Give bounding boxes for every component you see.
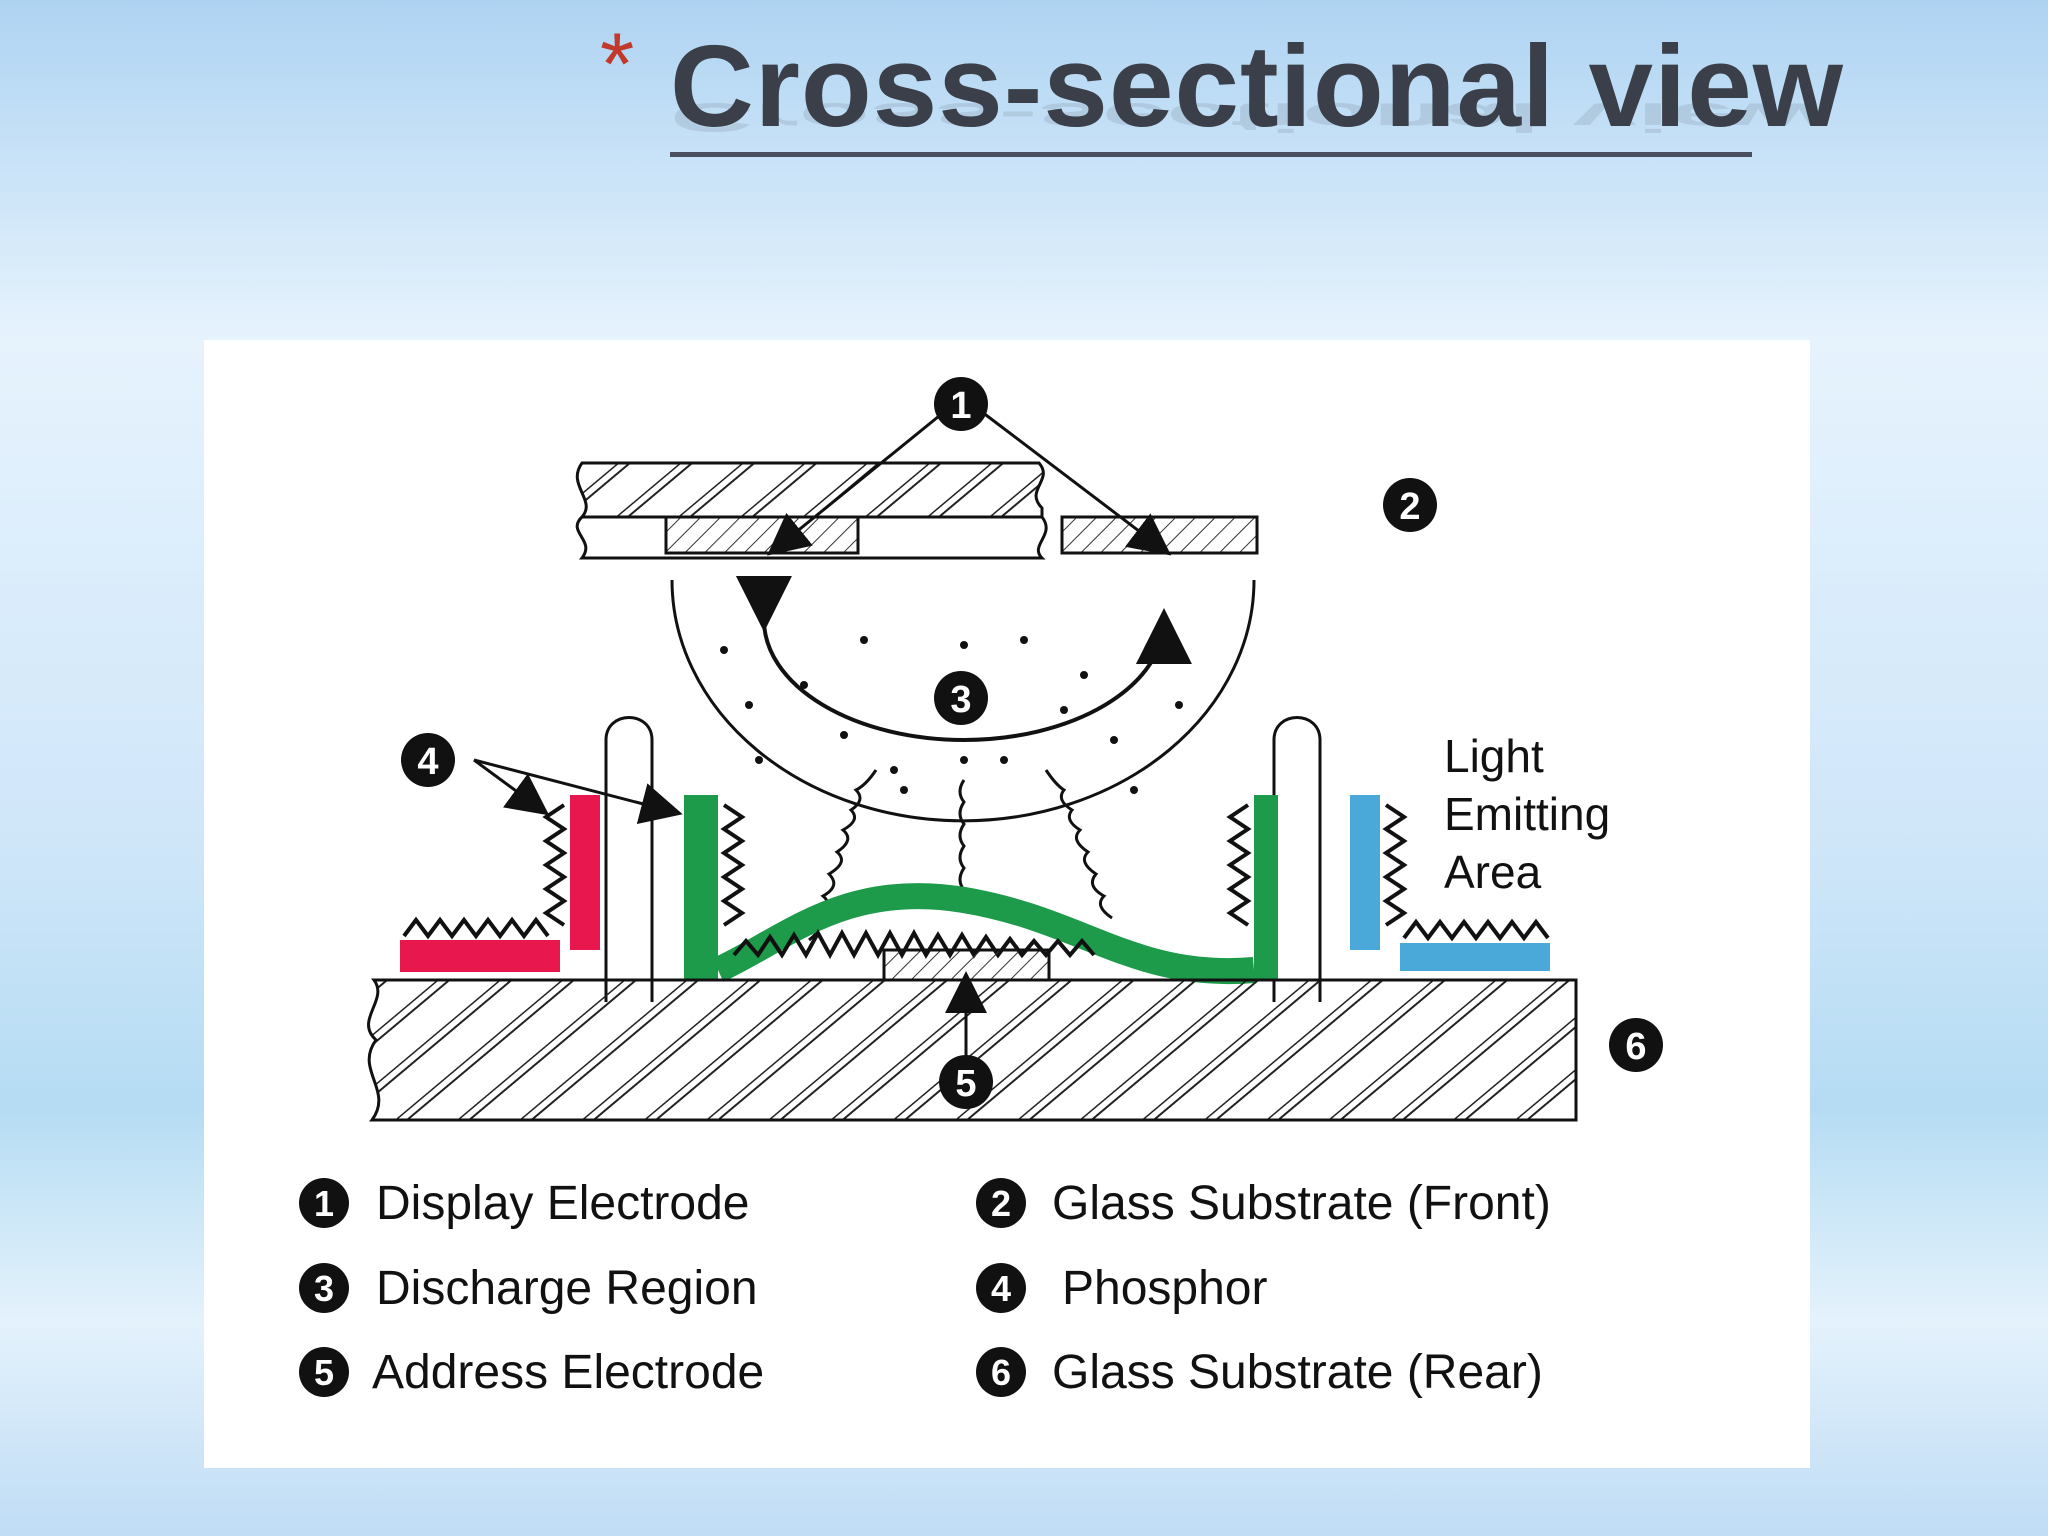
svg-text:1: 1: [950, 385, 971, 427]
legend-item-3: 3 Discharge Region: [299, 1262, 758, 1315]
rear-glass-substrate: [367, 978, 1578, 1122]
svg-text:Light: Light: [1444, 730, 1544, 782]
barrier-rib-left: [604, 716, 654, 1002]
phosphor-red: [400, 795, 600, 972]
svg-text:1: 1: [314, 1183, 334, 1224]
address-electrode: [882, 948, 1051, 982]
svg-text:5: 5: [955, 1063, 976, 1105]
leader-arrows: [473, 410, 1172, 1060]
phosphor-green: [684, 795, 1278, 985]
svg-text:3: 3: [950, 679, 971, 721]
diagram-figure: 1 2 3 4 5 6 Light Emitting Area: [204, 340, 1810, 1468]
callout-1: 1: [934, 377, 988, 431]
svg-text:Display Electrode: Display Electrode: [376, 1177, 750, 1230]
title-reflection: Cross-sectional view: [670, 94, 1824, 141]
legend-item-4: 4 Phosphor: [976, 1262, 1267, 1315]
svg-text:Discharge Region: Discharge Region: [376, 1262, 758, 1315]
legend-item-5: 5 Address Electrode: [299, 1346, 764, 1399]
svg-text:Address Electrode: Address Electrode: [372, 1346, 764, 1399]
callout-4: 4: [401, 733, 455, 787]
light-emitting-area-label: Light Emitting Area: [1444, 730, 1610, 898]
slide-title: * Cross-sectional view Cross-sectional v…: [600, 14, 1843, 160]
display-electrode-left: [664, 515, 860, 555]
svg-text:5: 5: [314, 1352, 334, 1393]
callout-6: 6: [1609, 1018, 1663, 1072]
legend: 1 Display Electrode 2 Glass Substrate (F…: [299, 1177, 1551, 1399]
svg-text:6: 6: [991, 1352, 1011, 1393]
svg-text:6: 6: [1625, 1026, 1646, 1068]
page-title: Cross-sectional view: [670, 21, 1844, 151]
cross-section-diagram: 1 2 3 4 5 6 Light Emitting Area: [299, 377, 1663, 1399]
svg-text:3: 3: [314, 1268, 334, 1309]
title-underline: [670, 152, 1752, 157]
svg-text:4: 4: [417, 741, 438, 783]
callout-2: 2: [1383, 478, 1437, 532]
barrier-rib-right: [1272, 716, 1322, 1002]
svg-text:Emitting: Emitting: [1444, 788, 1610, 840]
phosphor-blue: [1350, 795, 1550, 971]
svg-text:4: 4: [991, 1268, 1011, 1309]
svg-text:Phosphor: Phosphor: [1062, 1262, 1267, 1315]
legend-item-2: 2 Glass Substrate (Front): [976, 1177, 1551, 1230]
svg-text:Area: Area: [1444, 846, 1542, 898]
legend-item-6: 6 Glass Substrate (Rear): [976, 1346, 1543, 1399]
svg-text:Glass Substrate (Rear): Glass Substrate (Rear): [1052, 1346, 1543, 1399]
svg-text:2: 2: [1399, 486, 1420, 528]
callout-5: 5: [939, 1055, 993, 1109]
svg-text:Glass Substrate (Front): Glass Substrate (Front): [1052, 1177, 1551, 1230]
title-bullet: *: [600, 14, 635, 113]
svg-text:2: 2: [991, 1183, 1011, 1224]
legend-item-1: 1 Display Electrode: [299, 1177, 750, 1230]
callout-3: 3: [934, 671, 988, 725]
